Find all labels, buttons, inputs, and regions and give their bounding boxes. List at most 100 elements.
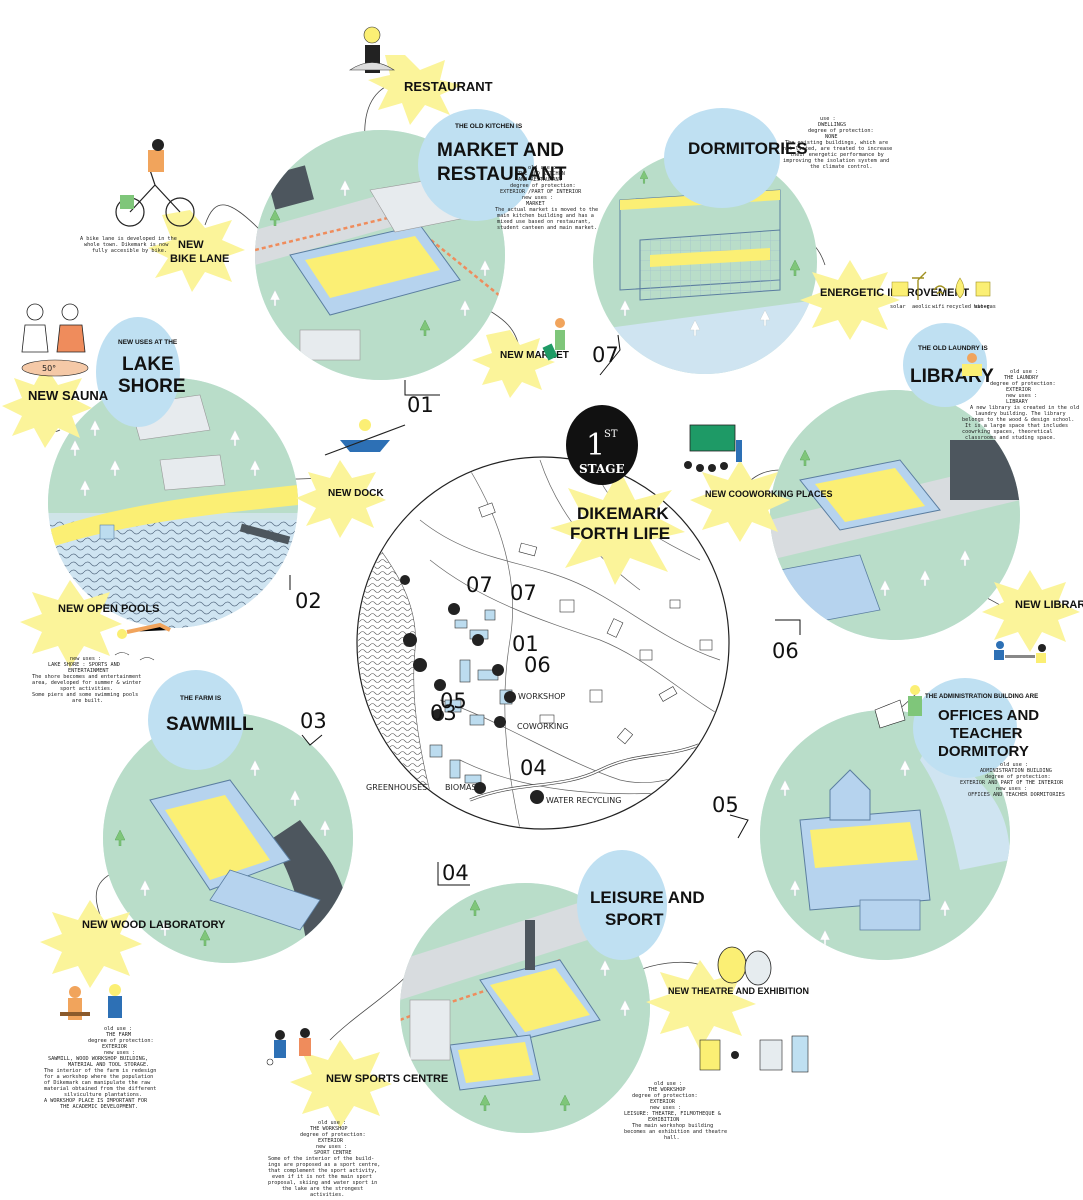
sauna-sign: 50° (42, 364, 56, 373)
map-label-water-recycling: WATER RECYCLING (546, 796, 621, 805)
map-number: 06 (524, 653, 551, 677)
central-title-line2: FORTH LIFE (570, 524, 670, 543)
aeolic-icon (912, 271, 927, 300)
heading-bubble (913, 678, 1017, 778)
section-number: 02 (295, 589, 322, 613)
new-library-label: NEW LIBRARY (1015, 599, 1083, 611)
pools-label: NEW OPEN POOLS (58, 603, 159, 615)
section-number: 04 (442, 861, 469, 885)
waiter-icon (349, 26, 395, 73)
heading-line2: SHORE (118, 376, 186, 397)
heading-bubble (903, 323, 987, 407)
map-label-greenhouses: GREENHOUSES (366, 783, 427, 792)
study-icon (994, 641, 1046, 663)
heading-line3: DORMITORY (938, 743, 1029, 760)
carpenters-icon (60, 984, 122, 1020)
restaurant-label: RESTAURANT (404, 79, 493, 94)
map-number: 07 (466, 573, 493, 597)
wifi-icon (933, 285, 947, 295)
bike-lane-burst (148, 210, 245, 292)
sports-burst (290, 1040, 392, 1128)
heading-bubble (96, 317, 180, 427)
section-number: 05 (712, 793, 739, 817)
map-number: 07 (510, 581, 537, 605)
heading-bubble (664, 108, 780, 208)
stage-badge (566, 405, 638, 485)
map-number: 04 (520, 756, 547, 780)
classroom-icon (684, 424, 742, 472)
market-burst (472, 330, 555, 398)
sauna-people-icon: 50° (21, 303, 89, 377)
coworking-burst (690, 460, 790, 542)
map-number: 05 (440, 689, 467, 713)
section-number: 01 (407, 393, 434, 417)
sports-label: NEW SPORTS CENTRE (326, 1073, 448, 1085)
stage-number: 1 (586, 428, 605, 463)
heading-line1: LAKE (122, 354, 174, 375)
section-04-leisure: LEISURE AND SPORT 04 NEW SPORTS CENTRE o… (266, 850, 809, 1198)
bike-lane-label-2: BIKE LANE (170, 253, 229, 265)
restaurant-burst (368, 55, 462, 125)
section-number: 07 (592, 343, 619, 367)
boat-icon (324, 419, 406, 456)
pools-burst (20, 580, 122, 668)
heading-small: THE OLD KITCHEN IS (455, 123, 523, 130)
market-label: NEW MARKET (500, 350, 569, 361)
dock-burst (296, 460, 386, 538)
section-number: 06 (772, 639, 799, 663)
central-title-line1: DIKEMARK (577, 504, 669, 523)
masks-icon (717, 946, 772, 986)
heading-small: NEW USES AT THE (118, 339, 178, 346)
wood-lab-burst (40, 900, 142, 988)
recycled-water-icon (955, 277, 965, 299)
sauna-label: NEW SAUNA (28, 388, 109, 403)
wood-lab-label: NEW WOOD LABORATORY (82, 919, 226, 931)
coworking-label: NEW COOWORKING PLACES (705, 489, 833, 499)
section-01-market: THE OLD KITCHEN IS MARKET AND RESTAURANT… (80, 26, 598, 417)
section-06-library: THE OLD LAUNDRY IS LIBRARY old use :THE … (684, 323, 1083, 663)
heading-bubble (577, 850, 667, 960)
players-icon (266, 1028, 311, 1066)
section-number: 03 (300, 709, 327, 733)
heading-line2: TEACHER (950, 725, 1023, 742)
energy-icons: solar aeolic wifi recycled water bio-gas (890, 271, 996, 310)
map-number: 01 (512, 632, 539, 656)
map-label-biomass: BIOMASS (445, 783, 482, 792)
heading-line1: DORMITORIES (688, 139, 808, 158)
heading-line1: SAWMILL (166, 714, 254, 735)
bike-lane-label-1: NEW (178, 239, 204, 251)
stage-word: STAGE (579, 462, 625, 476)
heading-bubble (418, 109, 534, 221)
new-library-burst (982, 570, 1080, 652)
map-label-coworking: COWORKING (517, 722, 568, 731)
svg-text:aeolic: aeolic (912, 304, 931, 310)
stage-burst (550, 470, 685, 585)
svg-text:recycled water: recycled water (946, 304, 990, 310)
map-label-workshop: WORKSHOP (518, 692, 565, 701)
heading-bubble (148, 670, 244, 770)
theatre-label: NEW THEATRE AND EXHIBITION (668, 986, 809, 996)
heading-line1: LEISURE AND (590, 888, 705, 907)
heading-line1: OFFICES AND (938, 707, 1039, 724)
map-number: 03 (430, 701, 457, 725)
sauna-burst (2, 365, 92, 448)
svg-text:wifi: wifi (932, 304, 945, 310)
svg-text:bio-gas: bio-gas (974, 304, 996, 310)
section-05-offices: THE ADMINISTRATION BUILDING ARE OFFICES … (712, 678, 1065, 960)
solar-icon (891, 281, 909, 297)
section-03-sawmill: THE FARM IS SAWMILL 03 NEW WOOD LABORATO… (40, 670, 353, 1110)
energy-burst (800, 260, 900, 340)
stage-suffix: ST (604, 429, 618, 440)
heading-line1: MARKET AND (437, 140, 564, 161)
